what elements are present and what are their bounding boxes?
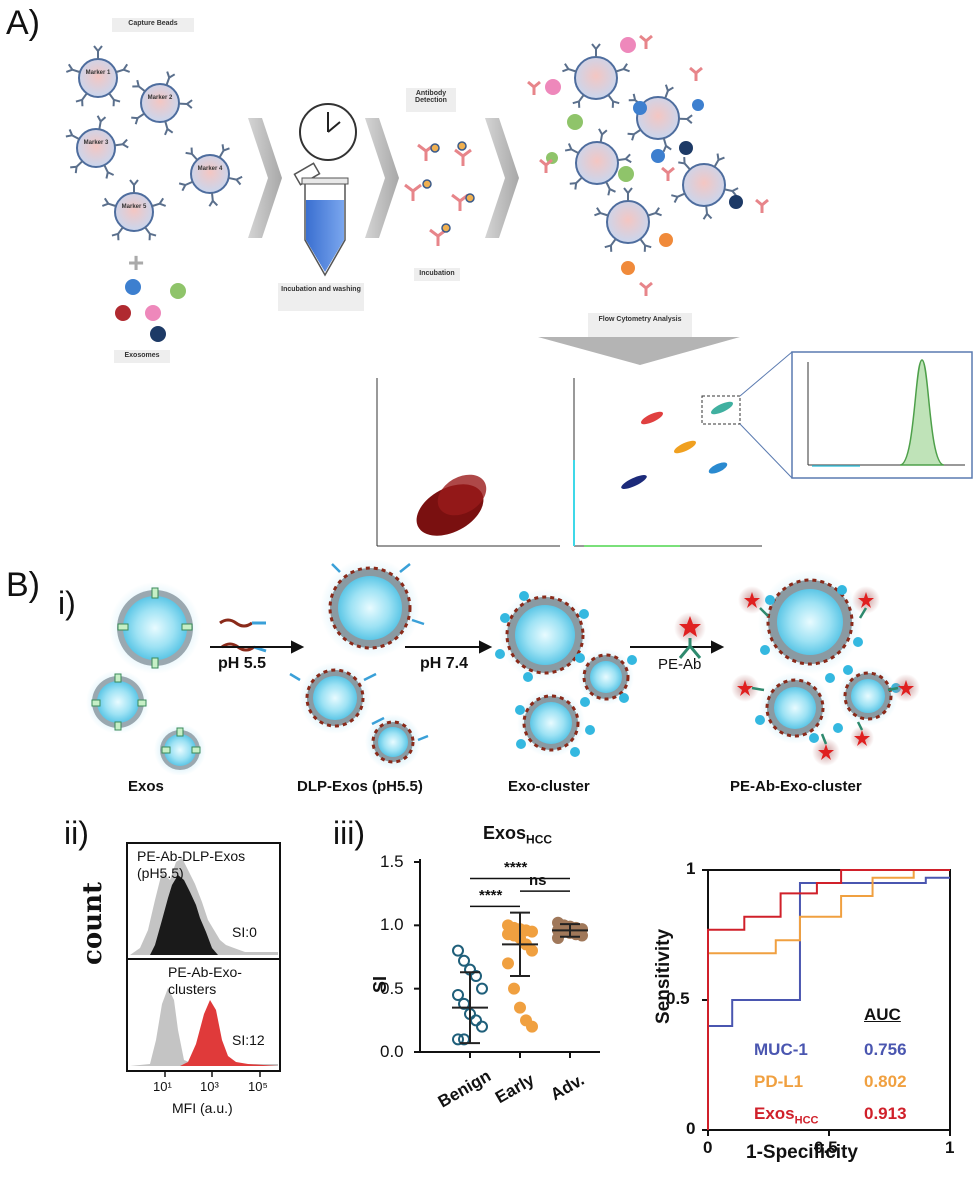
histogram-tick: 10³	[200, 1079, 219, 1094]
panel-bii-label: ii)	[64, 815, 89, 851]
marker-label: Marker 4	[197, 166, 223, 172]
roc-ytick-label: 0.5	[666, 989, 690, 1008]
dlp-exos-stage	[289, 560, 429, 770]
exosome-dots	[115, 279, 186, 342]
clock-icon	[299, 103, 357, 161]
scatter-ytick-label: 1.0	[380, 915, 404, 935]
caption-dlp-exos: DLP-Exos (pH5.5)	[297, 778, 423, 795]
roc-legend-name: PD-L1	[754, 1072, 804, 1091]
histogram-xlabel: MFI (a.u.)	[172, 1100, 233, 1116]
histogram-bottom-label: PE-Ab-Exo-clusters	[168, 964, 242, 997]
marker-label: Marker 5	[121, 204, 147, 210]
roc-legend-auc: 0.913	[864, 1104, 907, 1123]
roc-ylabel: Sensitivity	[653, 928, 674, 1024]
scatter-point	[476, 1020, 488, 1033]
roc-series-line	[707, 869, 950, 1130]
antibody-detection-label: Antibody Detection	[415, 90, 447, 104]
flow-scatter-1	[376, 378, 560, 547]
scatter-point	[526, 944, 538, 957]
capture-beads-group	[64, 45, 244, 242]
scatter-point	[526, 925, 538, 938]
histogram-top-si: SI:0	[232, 924, 257, 940]
scatter-title: ExosHCC	[483, 823, 553, 847]
pe-ab-exo-cluster-stage	[731, 570, 920, 766]
marker-label: Marker 3	[83, 140, 109, 146]
roc-xtick-label: 0.5	[814, 1138, 838, 1157]
scatter-point	[476, 982, 488, 995]
scatter-ytick-label: 0.5	[380, 978, 404, 998]
roc-legend-name: ExosHCC	[754, 1104, 819, 1127]
histogram-tick: 10⁵	[248, 1079, 268, 1094]
incubation-label: Incubation	[419, 270, 455, 277]
panel-bi-label: i)	[58, 585, 76, 621]
roc-ytick-label: 0	[686, 1119, 696, 1138]
marker-label: Marker 1	[85, 70, 111, 76]
step-label-ph55: pH 5.5	[218, 655, 267, 672]
significance-label: ****	[479, 887, 503, 905]
pe-antibody-icon	[674, 612, 706, 659]
incubation-washing-label: Incubation and washing	[281, 286, 361, 293]
histogram-bottom-si: SI:12	[232, 1032, 265, 1048]
scatter-point	[508, 982, 520, 995]
marker-label: Marker 2	[147, 95, 173, 101]
roc-legend-name: MUC-1	[754, 1040, 808, 1059]
panel-b-letter: B)	[6, 566, 40, 604]
roc-series-line	[707, 876, 950, 1130]
roc-legend-auc: 0.802	[864, 1072, 907, 1091]
scatter-point	[502, 957, 514, 970]
step-label-ph74: pH 7.4	[420, 655, 469, 672]
scatter-point	[526, 1020, 538, 1033]
flow-cytometry-label: Flow Cytometry Analysis	[598, 316, 682, 323]
scatter-ytick-label: 1.5	[380, 852, 404, 871]
scatter-point	[452, 989, 464, 1001]
roc-legend-name-sub: HCC	[794, 1114, 819, 1127]
tube-icon	[293, 162, 349, 277]
scatter-ytick-label: 0.0	[380, 1042, 404, 1061]
scatter-point	[452, 944, 464, 957]
exosomes-label: Exosomes	[124, 352, 160, 359]
flow-scatter-2	[573, 351, 793, 547]
scatter-point	[458, 954, 470, 967]
flow-histogram-inset	[791, 351, 973, 479]
exos-stage	[86, 582, 206, 775]
step-label-pe-ab: PE-Ab	[658, 656, 702, 673]
significance-label: ****	[504, 859, 528, 877]
caption-pe-ab-exo-cluster: PE-Ab-Exo-cluster	[730, 778, 862, 795]
roc-auc-header: AUC	[864, 1005, 901, 1024]
roc-ytick-label: 1	[686, 859, 696, 878]
exo-cluster-stage	[495, 589, 637, 757]
roc-series-line	[707, 869, 950, 1130]
scatter-point	[514, 1001, 526, 1014]
significance-label: ns	[529, 872, 547, 890]
scatter-point	[452, 1033, 464, 1046]
caption-exo-cluster: Exo-cluster	[508, 778, 590, 795]
panel-a-schematic: +	[64, 18, 973, 547]
capture-beads-label: Capture Beads	[128, 20, 178, 27]
scatter-point	[552, 932, 564, 944]
histogram-tick: 10¹	[153, 1079, 172, 1094]
panel-bi-schematic	[86, 560, 920, 775]
bound-complex	[527, 34, 769, 296]
panel-a-letter: A)	[6, 4, 40, 42]
svg-text:+: +	[128, 247, 144, 278]
caption-exos: Exos	[128, 778, 164, 795]
roc-xlabel: 1-Specificity	[746, 1142, 858, 1163]
roc-xtick-label: 0	[703, 1138, 713, 1157]
roc-legend-auc: 0.756	[864, 1040, 907, 1059]
panel-biii-label: iii)	[333, 815, 365, 851]
histogram-top-label: PE-Ab-DLP-Exos (pH5.5)	[137, 848, 246, 881]
roc-xtick-label: 1	[945, 1138, 955, 1157]
